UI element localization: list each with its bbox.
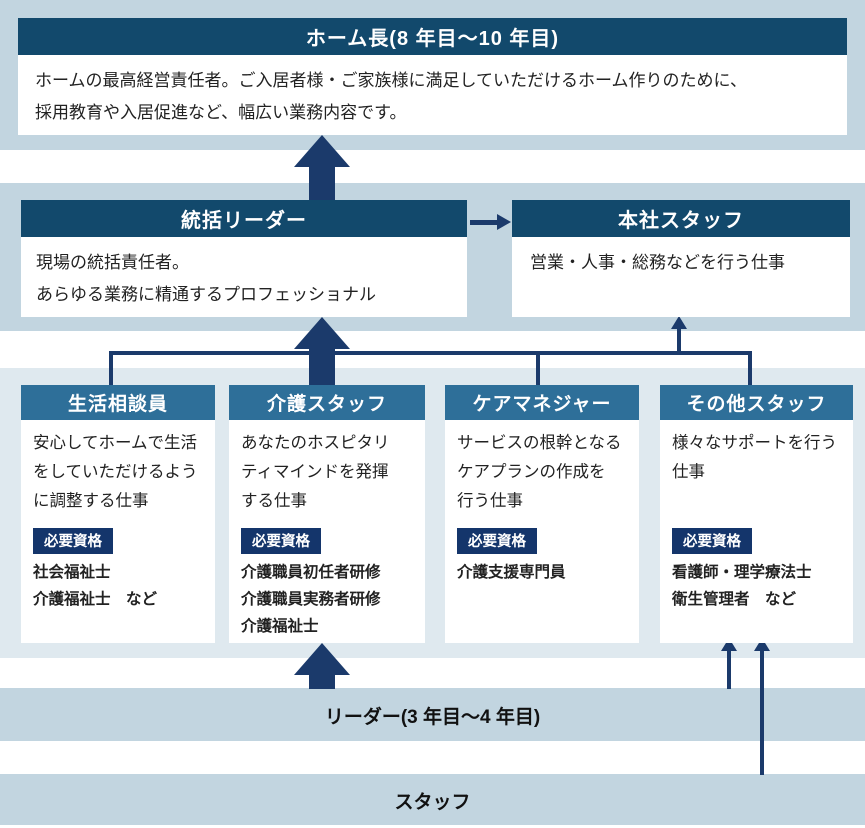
connector-drop-other-staff xyxy=(748,351,752,385)
role-title: ケアマネジャー xyxy=(445,385,639,420)
role-card-life-consultant: 生活相談員 安心してホームで生活をしていただけるように調整する仕事 必要資格 社… xyxy=(21,385,215,643)
qualification-list: 社会福祉士介護福祉士 など xyxy=(33,564,158,608)
hq-staff-card: 本社スタッフ 営業・人事・総務などを行う仕事 xyxy=(512,200,850,317)
connector-drop-care-manager xyxy=(536,351,540,385)
leader-band xyxy=(0,688,865,741)
qualification-list: 介護支援専門員 xyxy=(457,564,566,581)
home-manager-title: ホーム長(8 年目〜10 年目) xyxy=(18,18,847,55)
supervisor-card: 統括リーダー 現場の統括責任者。あらゆる業務に精通するプロフェッショナル xyxy=(21,200,467,317)
required-qualification-badge: 必要資格 xyxy=(457,528,537,554)
staff-band-label: スタッフ xyxy=(394,792,471,813)
role-title: その他スタッフ xyxy=(660,385,853,420)
hq-staff-title: 本社スタッフ xyxy=(512,200,850,237)
supervisor-title: 統括リーダー xyxy=(21,200,467,237)
connector-drop-life-consultant xyxy=(109,351,113,385)
role-description: あなたのホスピタリティマインドを発揮する仕事 xyxy=(241,434,390,511)
role-title: 介護スタッフ xyxy=(229,385,425,420)
qualification-list: 介護職員初任者研修介護職員実務者研修介護福祉士 xyxy=(241,564,381,635)
staff-band xyxy=(0,774,865,825)
home-manager-card: ホーム長(8 年目〜10 年目) ホームの最高経営責任者。ご入居者様・ご家族様に… xyxy=(18,18,847,135)
supervisor-description: 現場の統括責任者。あらゆる業務に精通するプロフェッショナル xyxy=(36,253,376,304)
home-manager-description: ホームの最高経営責任者。ご入居者様・ご家族様に満足していただけるホーム作りのため… xyxy=(35,71,747,122)
required-qualification-badge: 必要資格 xyxy=(241,528,321,554)
role-description: 安心してホームで生活をしていただけるように調整する仕事 xyxy=(33,434,198,511)
required-qualification-badge: 必要資格 xyxy=(672,528,752,554)
role-description: サービスの根幹となるケアプランの作成を行う仕事 xyxy=(457,434,622,511)
hq-staff-description: 営業・人事・総務などを行う仕事 xyxy=(530,253,785,272)
role-title: 生活相談員 xyxy=(21,385,215,420)
role-description: 様々なサポートを行う仕事 xyxy=(672,434,837,482)
leader-band-label: リーダー(3 年目〜4 年目) xyxy=(324,707,541,728)
role-card-care-staff: 介護スタッフ あなたのホスピタリティマインドを発揮する仕事 必要資格 介護職員初… xyxy=(229,385,425,643)
required-qualification-badge: 必要資格 xyxy=(33,528,113,554)
role-card-other-staff: その他スタッフ 様々なサポートを行う仕事 必要資格 看護師・理学療法士衛生管理者… xyxy=(660,385,853,643)
role-card-care-manager: ケアマネジャー サービスの根幹となるケアプランの作成を行う仕事 必要資格 介護支… xyxy=(445,385,639,643)
connector-line-horizontal xyxy=(109,351,752,355)
qualification-list: 看護師・理学療法士衛生管理者 など xyxy=(672,564,812,608)
